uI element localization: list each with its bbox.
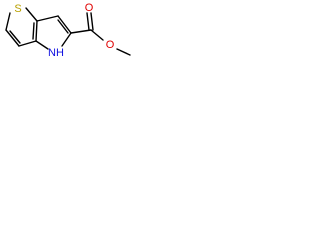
bond-n-c3a (35, 40, 49, 50)
bond-c3-c3a (18, 40, 37, 47)
bond-co-double-b (90, 12, 94, 31)
bond-oester-methyl (116, 48, 131, 56)
bond-c-oester (90, 29, 104, 41)
ester-oxygen-label: O (106, 39, 115, 51)
bond-c2-c3-inner (9, 30, 21, 44)
atom-labels: S NH O O (14, 2, 114, 59)
bond-c6-c5 (57, 15, 72, 34)
bond-c6a-s (25, 7, 38, 22)
bond-c6-c5-inner (57, 19, 69, 34)
bond-c5-n (61, 32, 72, 47)
bond-c5-ccarbonyl (70, 29, 92, 34)
carbonyl-oxygen-label: O (85, 2, 94, 14)
bond-c6a-c6 (36, 15, 59, 22)
bond-c3a-c6a-inner (32, 22, 35, 40)
bond-lines (5, 7, 131, 56)
sulfur-label: S (14, 3, 21, 15)
bond-co-double-a (86, 12, 90, 31)
bond-c2-c3 (5, 29, 20, 47)
molecule-structure: S NH O O (5, 2, 131, 59)
nitrogen-h-label: NH (48, 47, 64, 59)
bond-c3a-c6a (35, 20, 38, 42)
bond-s-c2 (5, 12, 11, 31)
